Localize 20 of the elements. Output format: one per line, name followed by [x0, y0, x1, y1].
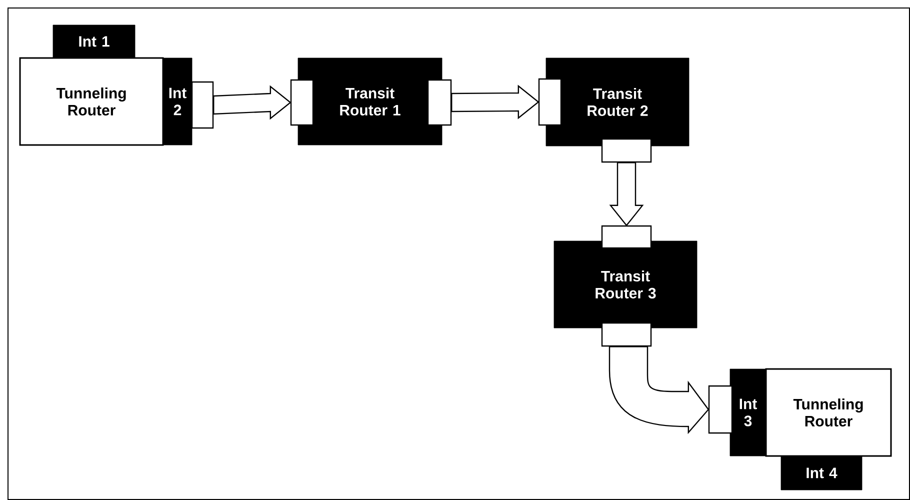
interface-strip: Int 2	[162, 58, 192, 146]
port-box	[290, 79, 314, 126]
port-box	[538, 78, 562, 126]
interface-tab: Int 1	[52, 24, 136, 58]
port-box	[601, 322, 652, 347]
router-box: Transit Router 2	[546, 58, 690, 146]
arrow	[213, 85, 292, 120]
port-box	[601, 138, 652, 163]
router-box: Transit Router 3	[554, 240, 698, 328]
router-box: Tunneling Router	[765, 368, 892, 457]
port-box	[601, 225, 652, 249]
arrow	[608, 346, 709, 434]
arrow	[609, 162, 644, 226]
port-box	[427, 79, 452, 126]
router-box: Tunneling Router	[19, 57, 164, 146]
port-box	[191, 81, 214, 129]
arrow	[451, 84, 540, 120]
interface-tab: Int 4	[780, 456, 862, 490]
port-box	[708, 385, 733, 434]
interface-strip: Int 3	[730, 368, 766, 456]
